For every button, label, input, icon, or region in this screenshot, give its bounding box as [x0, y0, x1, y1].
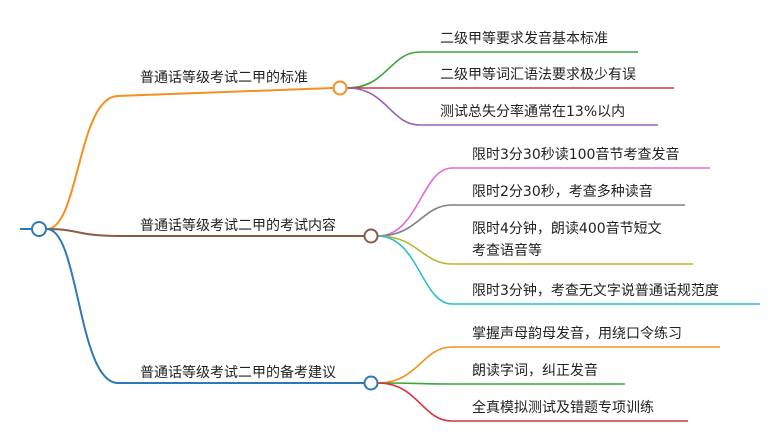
branch-underline: [117, 87, 334, 97]
branch-label: 普通话等级考试二甲的备考建议: [140, 364, 336, 381]
leaf-connector: [377, 235, 693, 265]
leaf-label: 测试总失分率通常在13%以内: [440, 103, 625, 120]
branch-connector: [46, 228, 119, 237]
root-node-circle[interactable]: [31, 221, 47, 237]
leaf-label: 限时4分钟，朗读400音节短文: [472, 220, 662, 237]
branch-label: 普通话等级考试二甲的考试内容: [140, 217, 336, 234]
branch-connector: [46, 95, 119, 230]
leaf-connector: [346, 87, 658, 126]
branch-node-circle[interactable]: [332, 80, 348, 96]
connectors: [20, 51, 760, 422]
leaf-label: 全真模拟测试及错题专项训练: [472, 399, 654, 416]
leaf-label: 二级甲等要求发音基本标准: [440, 30, 608, 47]
leaf-label: 朗读字词，纠正发音: [472, 362, 598, 379]
leaf-label: 掌握声母韵母发音，用绕口令练习: [472, 325, 682, 342]
branch-node-circle[interactable]: [363, 375, 379, 391]
leaf-label: 考查语音等: [472, 242, 542, 259]
leaf-connector: [346, 51, 638, 89]
leaf-connector: [377, 235, 760, 305]
branch-node-circle[interactable]: [363, 228, 379, 244]
leaf-label: 限时2分30秒，考查多种读音: [472, 183, 653, 200]
branch-label: 普通话等级考试二甲的标准: [140, 69, 308, 86]
node-circles: [31, 80, 379, 391]
leaf-connector: [377, 382, 625, 385]
leaf-connector: [377, 382, 688, 422]
leaf-label: 限时3分30秒读100音节考查发音: [472, 146, 679, 163]
leaf-label: 限时3分钟，考查无文字说普通话规范度: [472, 282, 719, 299]
leaf-label: 二级甲等词汇语法要求极少有误: [440, 66, 636, 83]
node-labels: 普通话等级考试二甲的标准 二级甲等要求发音基本标准二级甲等词汇语法要求极少有误测试…: [140, 30, 719, 416]
leaf-connector: [377, 204, 685, 237]
branch-connector: [46, 228, 119, 384]
leaf-connector: [377, 167, 710, 237]
leaf-connector: [377, 346, 720, 384]
